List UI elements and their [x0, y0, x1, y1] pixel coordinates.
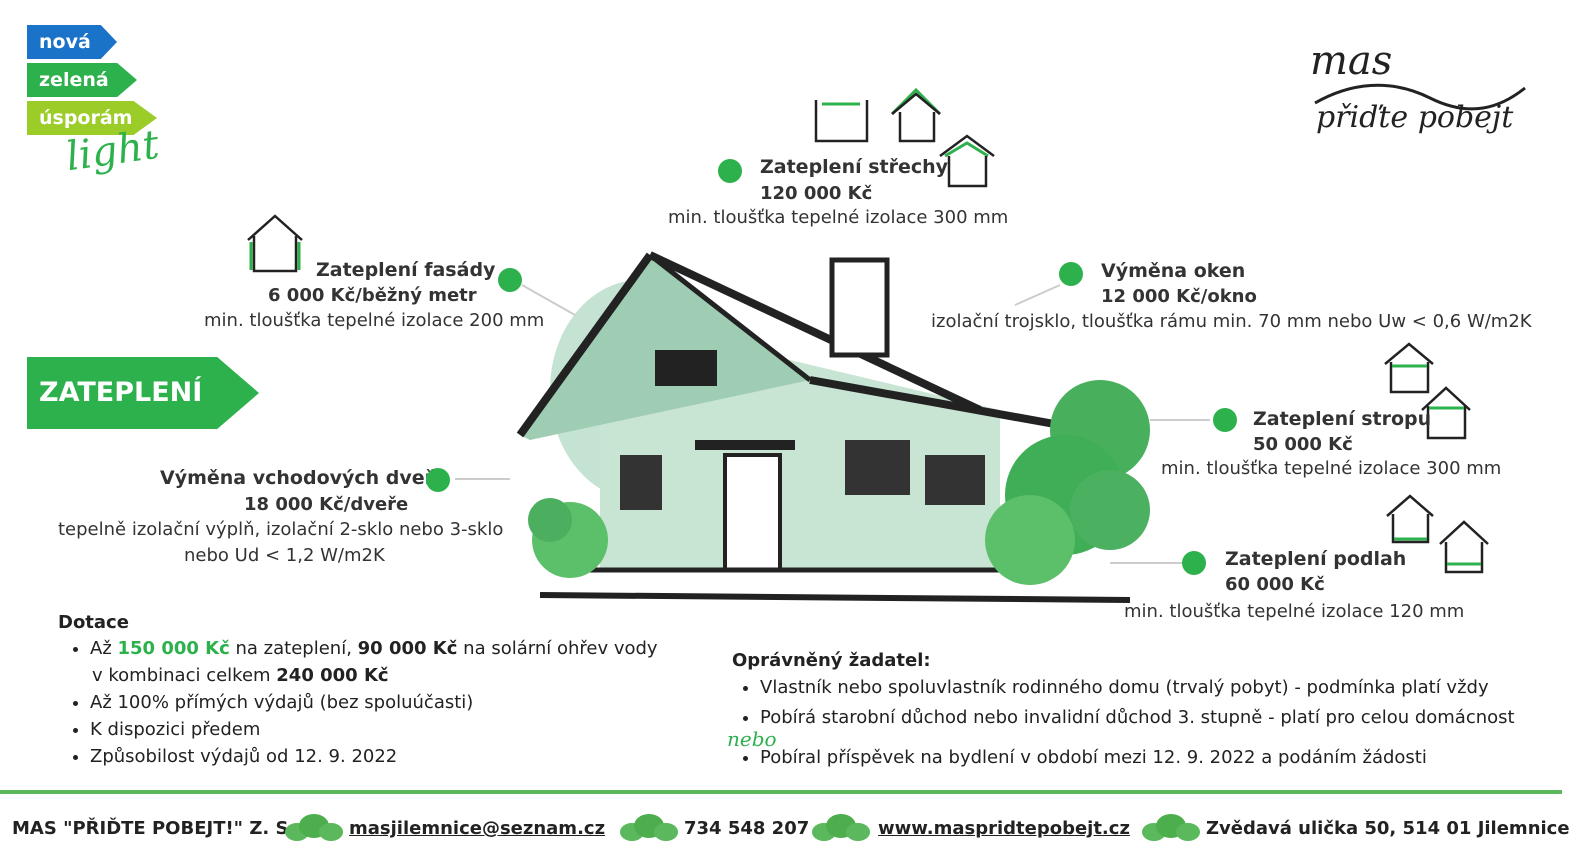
mas-logo-title: mas: [1310, 38, 1393, 84]
zadatel-section: Oprávněný žadatel: Vlastník nebo spoluvl…: [732, 650, 1552, 773]
zadatel-heading: Oprávněný žadatel:: [732, 650, 931, 671]
dotace-heading: Dotace: [58, 612, 129, 633]
doors-price: 18 000 Kč/dveře: [244, 494, 409, 515]
windows-note: izolační trojsklo, tloušťka rámu min. 70…: [931, 311, 1532, 332]
dotace-section: Dotace Až 150 000 Kč na zateplení, 90 00…: [58, 612, 698, 770]
facade-title: Zateplení fasády: [316, 259, 496, 281]
zadatel-item-1: Vlastník nebo spoluvlastník rodinného do…: [760, 673, 1552, 703]
roof-icons: [814, 87, 995, 188]
dotace-item-3: K dispozici předem: [90, 716, 698, 743]
ceiling-house-icon-2: [1421, 386, 1471, 440]
house-roof-icon-2: [939, 134, 995, 188]
zadatel-item-3: Pobíral příspěvek na bydlení v období me…: [760, 743, 1552, 773]
zatepleni-badge: ZATEPLENÍ: [27, 357, 259, 429]
floors-price: 60 000 Kč: [1225, 574, 1325, 595]
zadatel-item-2: Pobírá starobní důchod nebo invalidní dů…: [760, 703, 1552, 733]
doors-note-1: tepelně izolační výplň, izolační 2-sklo …: [58, 519, 504, 540]
dotace-item-2: Až 100% přímých výdajů (bez spoluúčasti): [90, 689, 698, 716]
logo-nova: nová: [27, 25, 117, 59]
ceiling-house-icons: [1384, 342, 1471, 440]
roof-note: min. tloušťka tepelné izolace 300 mm: [668, 207, 1009, 228]
footer-address: Zvědavá ulička 50, 514 01 Jilemnice: [1206, 818, 1570, 839]
ceiling-price: 50 000 Kč: [1253, 434, 1353, 455]
facade-bullet: [498, 268, 522, 292]
logo-usporam: úsporám: [27, 101, 157, 135]
roof-title: Zateplení střechy: [760, 156, 949, 178]
floors-note: min. tloušťka tepelné izolace 120 mm: [1124, 601, 1465, 622]
roof-price: 120 000 Kč: [760, 183, 873, 204]
footer-divider: [0, 790, 1562, 794]
mas-logo-subtitle: přiďte pobejt: [1316, 100, 1514, 135]
cloud-icon: [285, 814, 343, 841]
ceiling-house-icon: [1384, 342, 1434, 394]
floors-bullet: [1182, 551, 1206, 575]
doors-note-2: nebo Ud < 1,2 W/m2K: [184, 545, 385, 566]
mas-logo-hill-icon: [1314, 83, 1526, 111]
doors-title: Výměna vchodových dveří: [160, 467, 441, 489]
floors-title: Zateplení podlah: [1225, 548, 1407, 570]
logo-zelena: zelená: [27, 63, 137, 97]
facade-house-icon: [247, 214, 303, 273]
windows-bullet: [1059, 262, 1083, 286]
footer-web-link[interactable]: www.maspridtepobejt.cz: [878, 818, 1130, 839]
footer-phone: 734 548 207: [684, 818, 810, 839]
dotace-item-4: Způsobilost výdajů od 12. 9. 2022: [90, 743, 698, 770]
ceiling-title: Zateplení stropu: [1253, 408, 1432, 430]
dotace-list: Až 150 000 Kč na zateplení, 90 000 Kč na…: [58, 635, 698, 770]
house-roof-icon: [890, 87, 942, 143]
windows-price: 12 000 Kč/okno: [1101, 286, 1257, 307]
ceiling-bullet: [1213, 408, 1237, 432]
ceiling-note: min. tloušťka tepelné izolace 300 mm: [1161, 458, 1502, 479]
dotace-item-1: Až 150 000 Kč na zateplení, 90 000 Kč na…: [90, 635, 698, 689]
floor-house-icon: [1386, 494, 1434, 544]
floor-house-icons: [1386, 494, 1489, 574]
house-illustration-icon: [516, 251, 1150, 603]
facade-price: 6 000 Kč/běžný metr: [268, 285, 477, 306]
windows-title: Výměna oken: [1101, 260, 1246, 282]
facade-note: min. tloušťka tepelné izolace 200 mm: [204, 310, 545, 331]
footer-org: MAS "PŘIĎTE POBEJT!" Z. S.: [12, 818, 296, 839]
mas-logo: mas přiďte pobejt: [1310, 38, 1530, 148]
cloud-icon-4: [1142, 814, 1200, 841]
zadatel-list: Vlastník nebo spoluvlastník rodinného do…: [732, 673, 1552, 773]
floor-house-icon-2: [1439, 520, 1489, 574]
doors-bullet: [426, 468, 450, 492]
roof-bullet: [718, 159, 742, 183]
footer-email-link[interactable]: masjilemnice@seznam.cz: [349, 818, 606, 839]
nebo-label: nebo: [727, 727, 777, 751]
cloud-icon-2: [620, 814, 678, 841]
cloud-icon-3: [812, 814, 870, 841]
insulation-box-icon: [814, 100, 869, 143]
